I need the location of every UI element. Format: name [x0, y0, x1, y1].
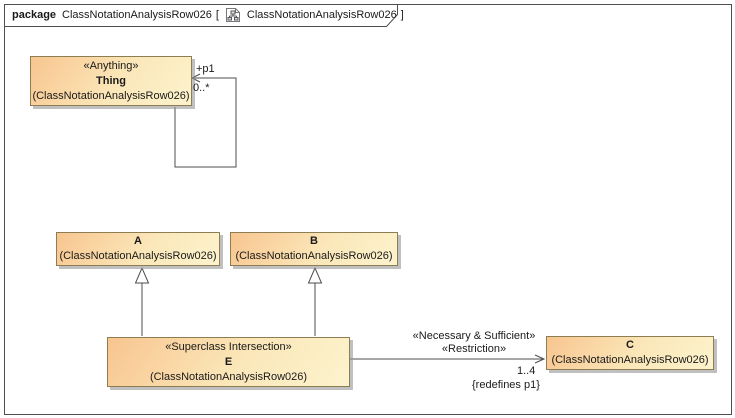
class-a[interactable]: A (ClassNotationAnalysisRow026) [56, 232, 220, 266]
class-thing-qualifier: (ClassNotationAnalysisRow026) [32, 89, 190, 102]
association-role-label[interactable]: +p1 [196, 63, 215, 75]
class-thing[interactable]: «Anything» Thing (ClassNotationAnalysisR… [30, 56, 192, 106]
frame-bracket-close: ] [400, 9, 404, 21]
class-e-qualifier: (ClassNotationAnalysisRow026) [149, 370, 308, 383]
association-multiplicity-label[interactable]: 0..* [193, 82, 210, 94]
class-b-qualifier: (ClassNotationAnalysisRow026) [235, 250, 393, 262]
restriction-stereotype-line1: «Necessary & Sufficient» [412, 330, 536, 342]
class-e-name: E [224, 355, 233, 368]
class-thing-name: Thing [96, 74, 126, 87]
class-c-name: C [626, 339, 634, 351]
class-thing-stereotype: «Anything» [83, 59, 139, 72]
class-b-name: B [310, 235, 318, 247]
self-association-edge[interactable] [174, 73, 237, 168]
class-c[interactable]: C (ClassNotationAnalysisRow026) [546, 336, 714, 370]
restriction-stereotype-label[interactable]: «Necessary & Sufficient» «Restriction» [404, 330, 544, 356]
frame-keyword: package [12, 9, 57, 21]
generalization-edge-b[interactable] [307, 266, 323, 336]
frame-header-tab-shape [4, 4, 398, 27]
restriction-multiplicity-label[interactable]: 1..4 [517, 365, 536, 377]
class-e-stereotype: «Superclass Intersection» [165, 340, 292, 353]
class-c-qualifier: (ClassNotationAnalysisRow026) [551, 354, 709, 366]
frame-diagram-name: ClassNotationAnalysisRow026 [246, 9, 397, 21]
class-diagram-icon [225, 7, 241, 23]
class-a-name: A [134, 235, 142, 247]
generalization-edge-a[interactable] [134, 266, 150, 336]
class-a-qualifier: (ClassNotationAnalysisRow026) [59, 250, 217, 262]
frame-header-tab: package ClassNotationAnalysisRow026 [ Cl… [12, 8, 404, 22]
class-e[interactable]: «Superclass Intersection» E (ClassNotati… [107, 337, 350, 387]
frame-bracket-open: [ [215, 9, 219, 21]
class-b[interactable]: B (ClassNotationAnalysisRow026) [230, 232, 398, 266]
frame-package-name: ClassNotationAnalysisRow026 [62, 9, 212, 21]
restriction-stereotype-line2: «Restriction» [441, 343, 507, 355]
redefines-constraint-label[interactable]: {redefines p1} [472, 379, 540, 391]
restriction-edge[interactable] [349, 354, 546, 364]
